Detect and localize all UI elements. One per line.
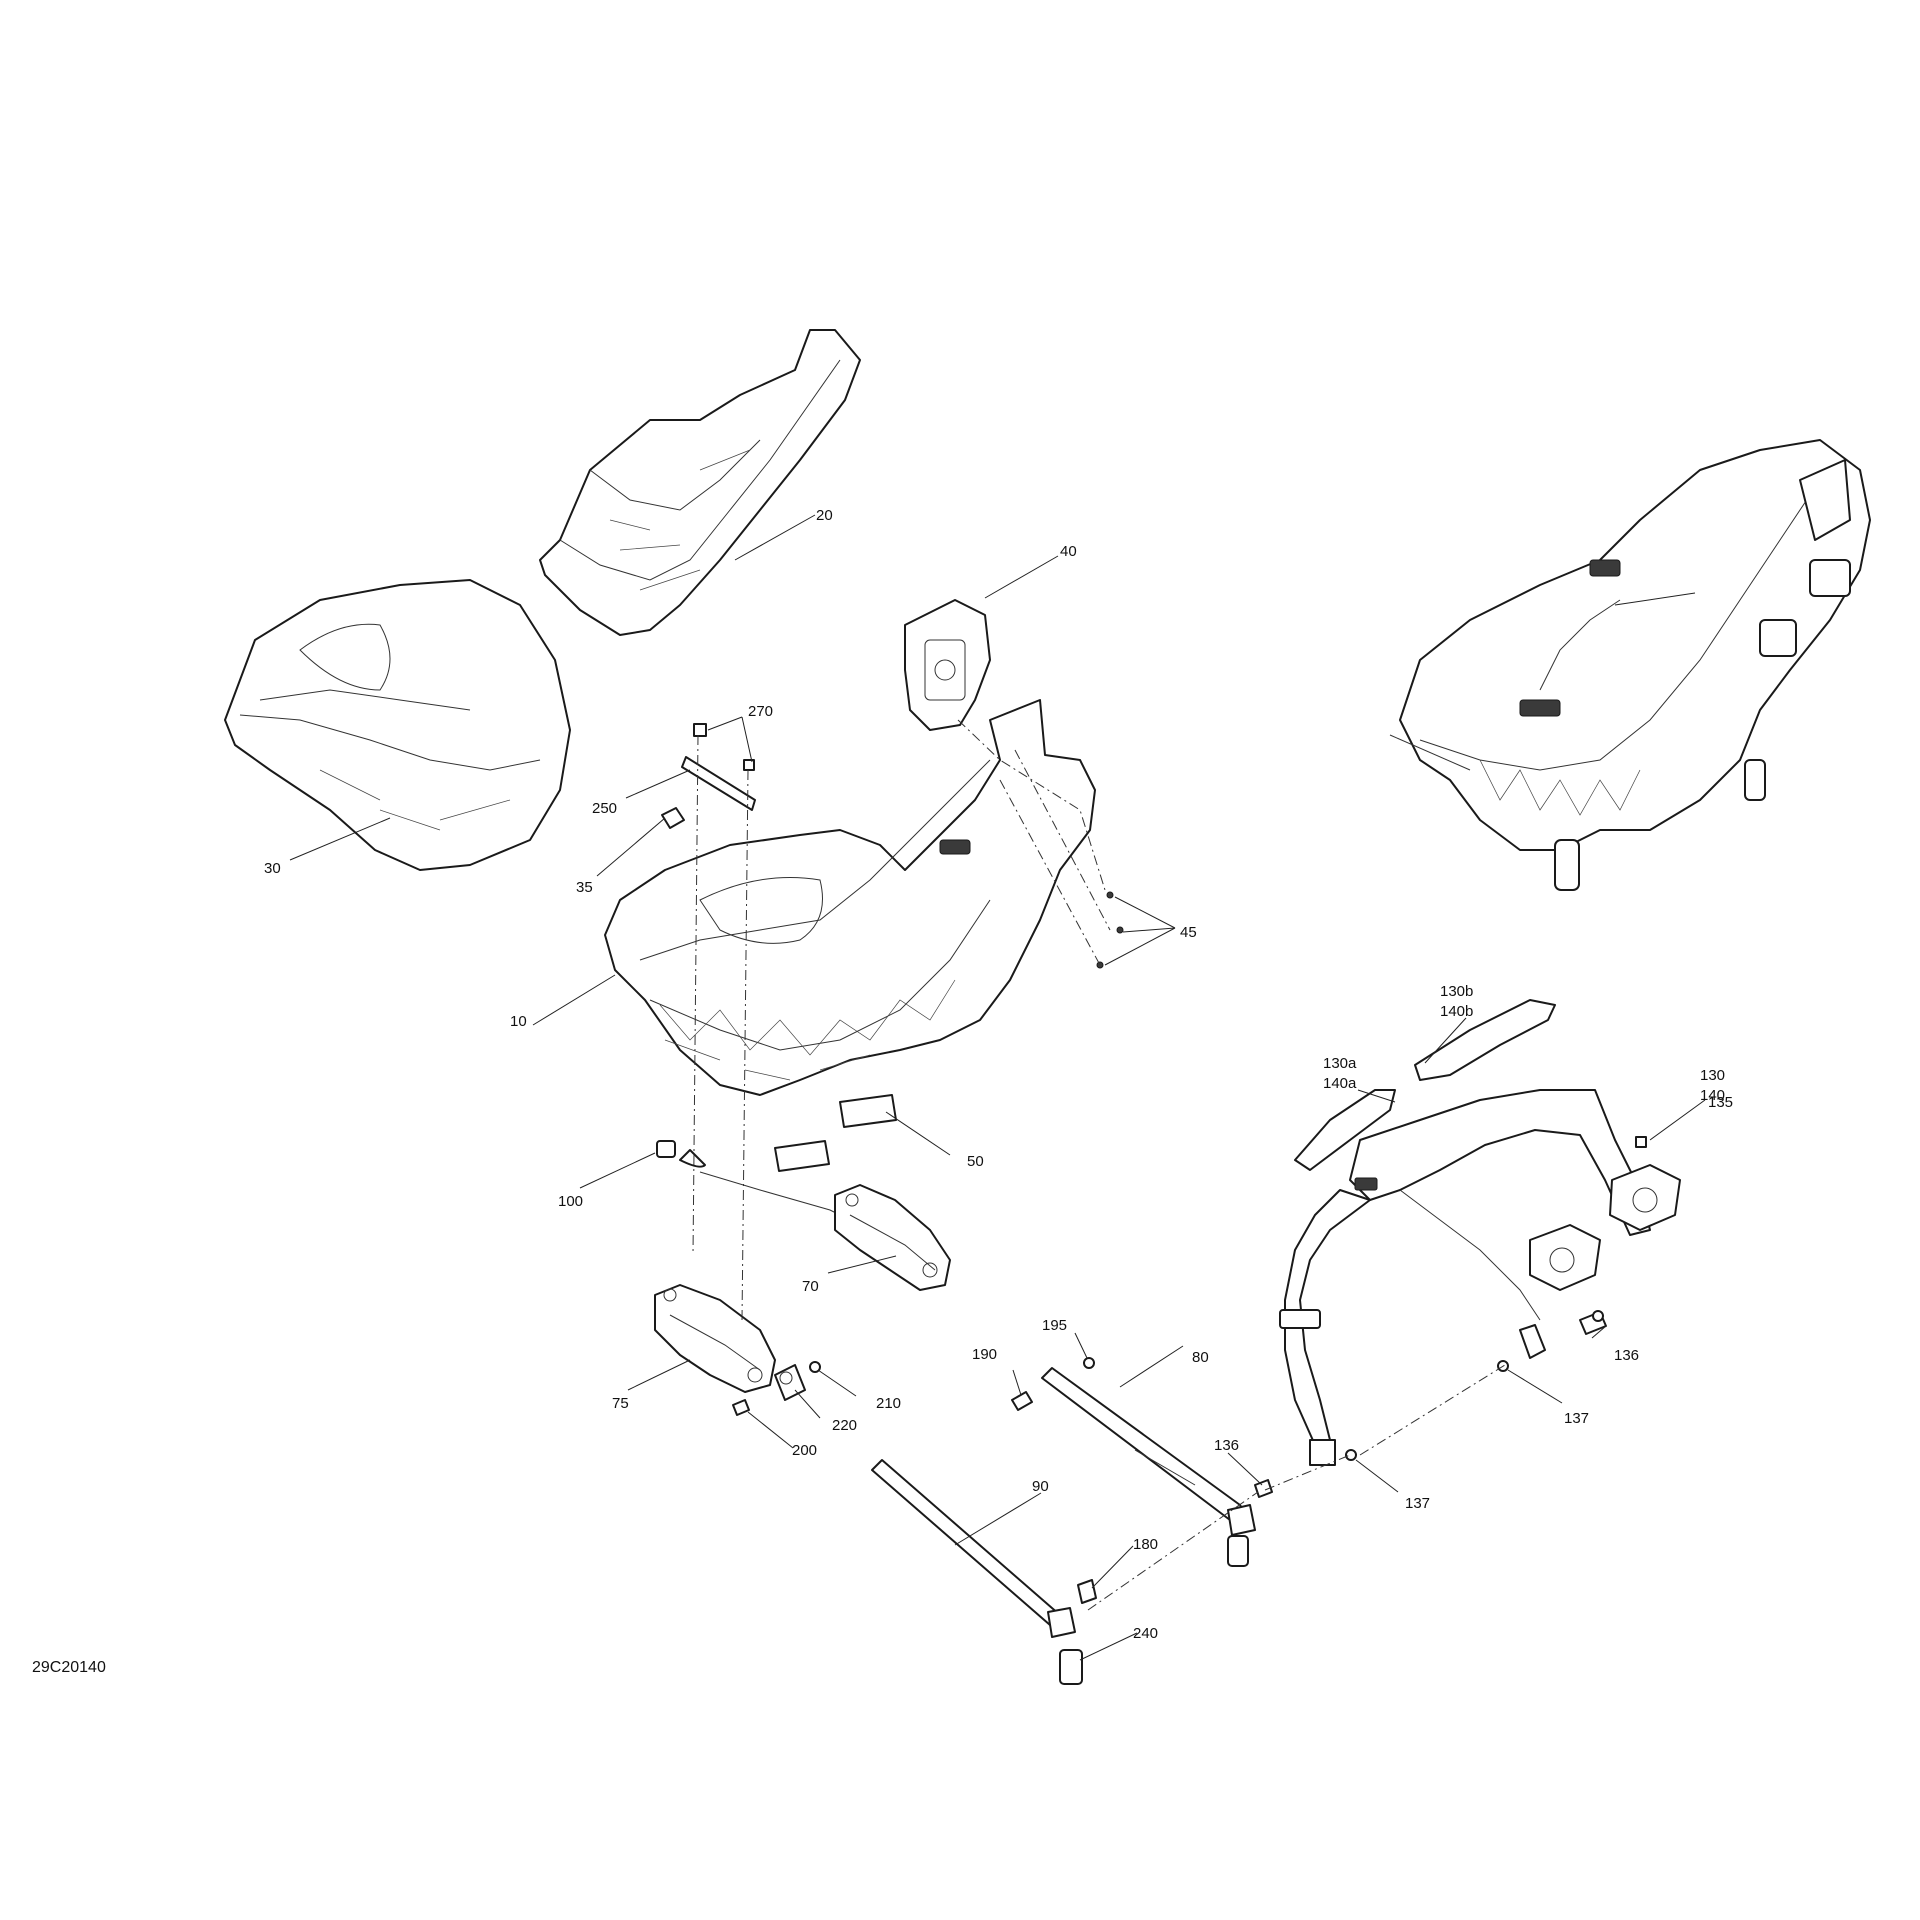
- callout-200: 200: [792, 1442, 817, 1459]
- part-20-backrest-cushion: [539, 329, 861, 636]
- part-40-bracket: [904, 599, 991, 731]
- part-190-bolt: [1011, 1391, 1033, 1411]
- part-130b-140b-trim: [1414, 999, 1556, 1081]
- callout-140b: 140b: [1440, 1003, 1473, 1020]
- part-136-bolts: [1254, 1310, 1607, 1498]
- part-75-slide-rail: [654, 1284, 776, 1393]
- callout-130b: 130b: [1440, 983, 1473, 1000]
- callout-75: 75: [612, 1395, 629, 1412]
- callout-136-upper: 136: [1614, 1347, 1639, 1364]
- part-30-seat-cushion: [224, 579, 571, 871]
- callout-90: 90: [1032, 1478, 1049, 1495]
- assembly-centerlines: [692, 719, 1506, 1611]
- callout-70: 70: [802, 1278, 819, 1295]
- part-195-nut: [1083, 1357, 1095, 1369]
- assembled-seat-view: [1389, 439, 1871, 891]
- part-90-cross-bar: [871, 1459, 1076, 1638]
- part-45-screws: [1096, 891, 1124, 969]
- callout-130a: 130a: [1323, 1055, 1357, 1072]
- retractor-2: [1529, 1224, 1601, 1291]
- callout-210: 210: [876, 1395, 901, 1412]
- part-270-clips: [693, 723, 755, 771]
- callout-35: 35: [576, 879, 593, 896]
- part-35-clip: [661, 807, 685, 829]
- callout-80: 80: [1192, 1349, 1209, 1366]
- callout-137-upper: 137: [1564, 1410, 1589, 1427]
- part-100-latch-cable: [656, 1140, 871, 1231]
- callout-10: 10: [510, 1013, 527, 1030]
- part-80-cross-bar: [1041, 1367, 1256, 1567]
- callout-50: 50: [967, 1153, 984, 1170]
- callout-30: 30: [264, 860, 281, 877]
- callout-195: 195: [1042, 1317, 1067, 1334]
- callout-labels: 20 40 270 250 30 35 45 10 130b 140b 130 …: [264, 507, 1733, 1642]
- part-70-slide-rail: [834, 1184, 951, 1291]
- part-130a-140a-trim: [1294, 1089, 1396, 1171]
- part-200-screw: [732, 1399, 750, 1416]
- callout-100: 100: [558, 1193, 583, 1210]
- part-180-bushing: [1077, 1579, 1097, 1604]
- callout-20: 20: [816, 507, 833, 524]
- part-135-retractor: [1609, 1136, 1681, 1231]
- diagram-code: 29C20140: [32, 1659, 106, 1676]
- buckle-mount: [1519, 1324, 1546, 1359]
- leader-lines: [289, 514, 1706, 1661]
- callout-270: 270: [748, 703, 773, 720]
- part-240-spacer: [1059, 1649, 1083, 1685]
- part-210-nut: [809, 1361, 821, 1373]
- callout-140a: 140a: [1323, 1075, 1357, 1092]
- callout-40: 40: [1060, 543, 1077, 560]
- callout-180: 180: [1133, 1536, 1158, 1553]
- part-250-plate: [681, 756, 756, 811]
- part-137-washers: [1345, 1360, 1509, 1461]
- callout-45: 45: [1180, 924, 1197, 941]
- callout-130: 130: [1700, 1067, 1725, 1084]
- callout-140: 140: [1700, 1087, 1725, 1104]
- part-220-bushing: [774, 1364, 806, 1401]
- callout-136-lower: 136: [1214, 1437, 1239, 1454]
- callout-240: 240: [1133, 1625, 1158, 1642]
- part-10-seat-shell: [604, 699, 1096, 1096]
- callout-190: 190: [972, 1346, 997, 1363]
- callout-220: 220: [832, 1417, 857, 1434]
- callout-250: 250: [592, 800, 617, 817]
- callout-137-lower: 137: [1405, 1495, 1430, 1512]
- part-50-labels: [774, 1094, 897, 1172]
- callout-135: 135: [1708, 1094, 1733, 1111]
